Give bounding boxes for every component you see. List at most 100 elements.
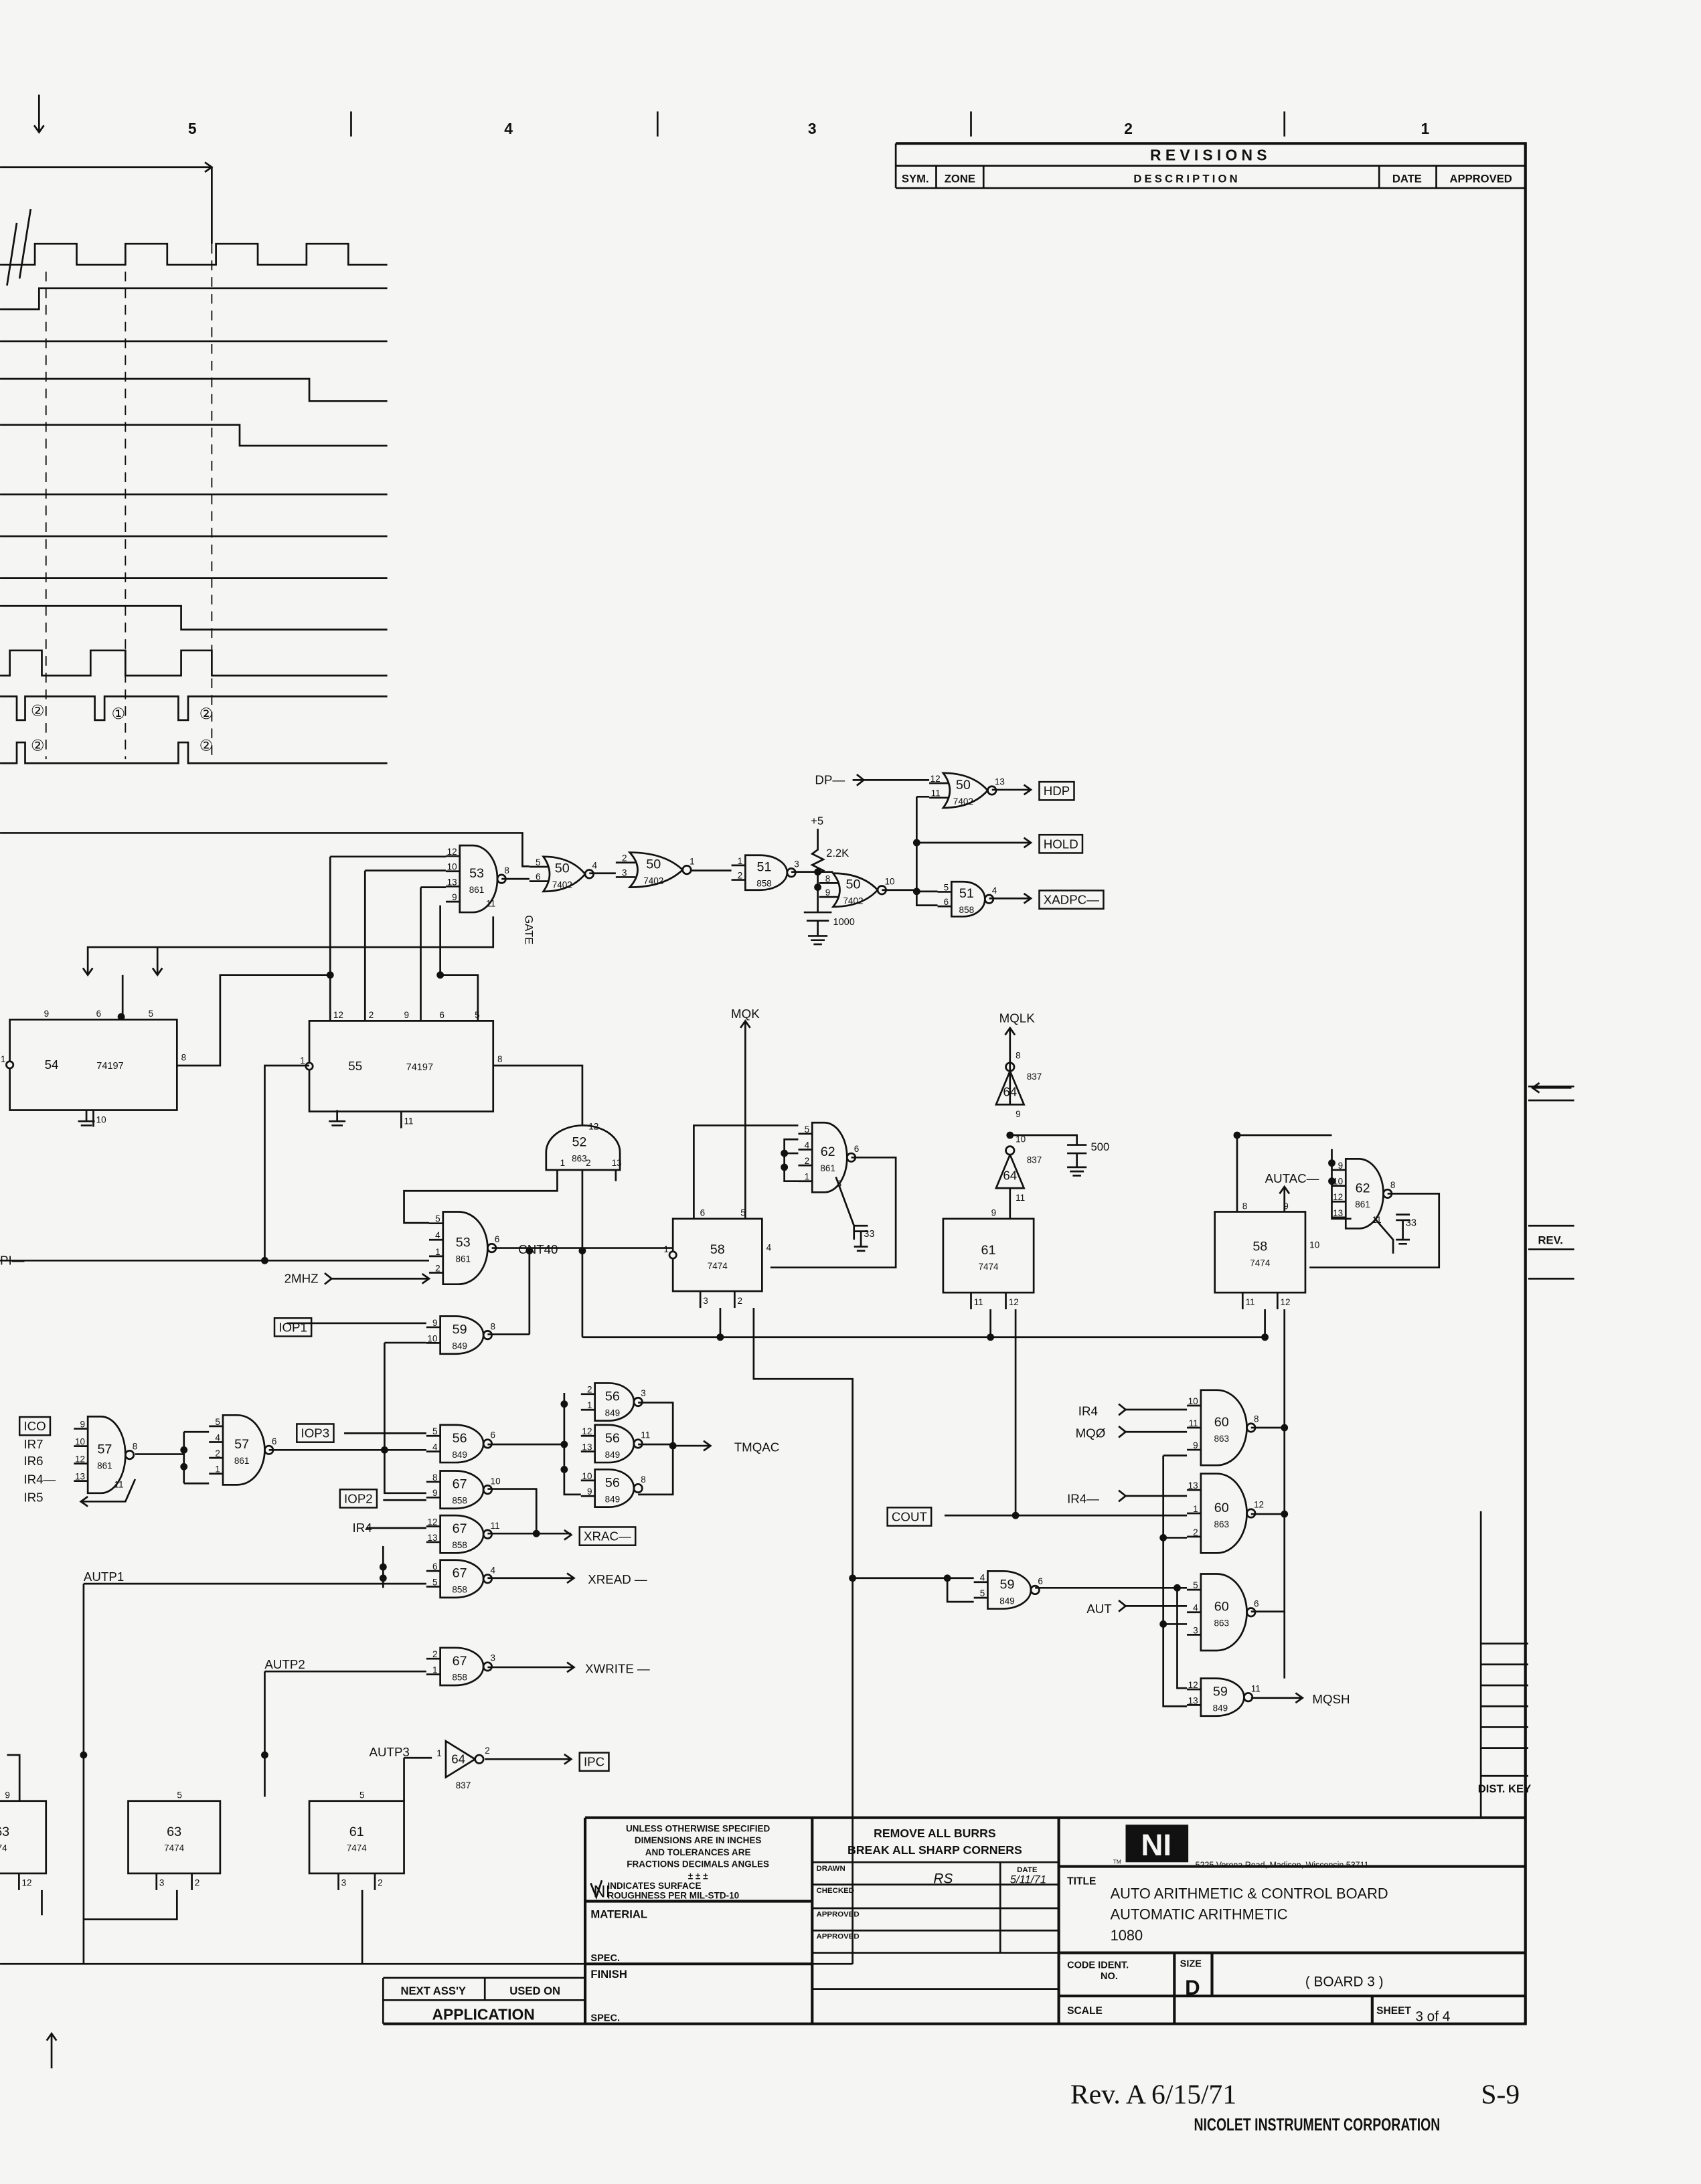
wire <box>803 911 832 922</box>
pin-number: 1 <box>690 856 695 866</box>
gate-number: 50 <box>646 857 661 872</box>
gate-60-863 <box>1200 1573 1257 1652</box>
pin-number: 6 <box>536 872 541 882</box>
gate-type: 861 <box>469 885 485 895</box>
border-line <box>383 142 1527 2025</box>
pin-number: 1 <box>1 1054 6 1064</box>
gate-56-849 <box>594 1424 643 1464</box>
revisions-column-header: APPROVED <box>1449 173 1512 185</box>
gate-type: 858 <box>756 879 772 889</box>
gate-number: 59 <box>1000 1577 1015 1592</box>
gate-67-858 <box>439 1647 493 1687</box>
pin-number: 13 <box>447 877 457 887</box>
gate-number: 58 <box>710 1242 725 1257</box>
signal-box <box>578 1752 610 1772</box>
gate-number: 60 <box>1214 1415 1229 1430</box>
gate-number: 61 <box>349 1825 364 1839</box>
pin-number: 2 <box>622 853 627 863</box>
wire <box>693 1124 799 1219</box>
pin-number: 9 <box>1193 1440 1198 1450</box>
pin-number: 9 <box>991 1208 997 1218</box>
pin-number: 11 <box>1189 1418 1198 1428</box>
pin-number: 5 <box>149 1009 154 1019</box>
ic-number: 55 <box>348 1059 362 1073</box>
drawing-title: AUTOMATIC ARITHMETIC <box>1111 1906 1288 1923</box>
signal-tmqac: TMQAC <box>734 1440 780 1454</box>
signal-box <box>339 1489 378 1509</box>
wire <box>1374 1217 1394 1254</box>
junction-dot <box>716 1333 724 1341</box>
pin-number: 1 <box>300 1056 305 1066</box>
pin-number: 6 <box>1038 1576 1043 1586</box>
junction-dot <box>943 1574 951 1582</box>
wire <box>752 1308 854 1964</box>
pin-number: 11 <box>931 788 941 799</box>
wire <box>770 1156 897 1269</box>
tolerance-note: DIMENSIONS ARE IN INCHES <box>635 1835 761 1845</box>
gate-type: 861 <box>1355 1199 1370 1209</box>
gate-number: 67 <box>453 1477 467 1492</box>
gate-type: 858 <box>959 905 975 915</box>
gate-58-7474 <box>1214 1211 1307 1294</box>
pin-number: 10 <box>491 1476 501 1486</box>
arrow-head <box>1295 1692 1305 1704</box>
signal-xread: XREAD — <box>588 1572 647 1586</box>
zone-number: 4 <box>504 120 513 137</box>
pin-number: 2 <box>369 1010 374 1020</box>
output-bubble <box>474 1754 485 1764</box>
gate-number: 59 <box>453 1323 467 1337</box>
pin-number: 9 <box>1283 1201 1289 1211</box>
wire <box>384 1341 426 1495</box>
pin-number: 12 <box>1333 1192 1343 1202</box>
signal-ir4b: IR4 <box>1078 1404 1098 1418</box>
gate-type: 7474 <box>1250 1258 1271 1268</box>
pin-number: 9 <box>80 1419 85 1429</box>
signal-box <box>886 1507 933 1527</box>
tolerance-note: AND TOLERANCES ARE <box>645 1847 751 1857</box>
gate-61-7474 <box>308 1800 405 1875</box>
title-block-grid <box>1058 1865 1526 2024</box>
gate-type: 849 <box>605 1450 621 1460</box>
application-label: APPLICATION <box>432 2005 534 2023</box>
signal-autp1: AUTP1 <box>84 1570 124 1584</box>
pin-number: 12 <box>427 1517 437 1527</box>
gate-type: 861 <box>97 1460 112 1471</box>
checked-label: CHECKED <box>817 1887 855 1895</box>
pin-number: 5 <box>435 1214 440 1224</box>
arrow-head <box>703 1440 712 1452</box>
wire <box>1250 1426 1285 1613</box>
pin-number: 10 <box>1309 1240 1319 1250</box>
arrow-head <box>82 967 94 977</box>
pin-bubble <box>668 1250 677 1260</box>
pin-number: 13 <box>1333 1208 1343 1218</box>
pin-number: 2 <box>485 1746 490 1756</box>
dist-key-box <box>1479 1511 1528 1818</box>
signal-mqsh: MQSH <box>1312 1692 1350 1706</box>
ic-box <box>1214 1211 1307 1294</box>
nor-gate-body <box>627 851 684 888</box>
gate-number: 57 <box>234 1437 249 1452</box>
pin-number: 9 <box>44 1009 50 1019</box>
date-label: DATE <box>1017 1866 1038 1874</box>
junction-dot <box>261 1256 268 1264</box>
gate-62-861 <box>1344 1158 1393 1230</box>
gate-number: 59 <box>1213 1685 1228 1699</box>
pin-number: 2 <box>432 1649 438 1659</box>
output-bubble <box>1005 1145 1016 1156</box>
gate-type: 7402 <box>953 796 973 807</box>
pin-number: 6 <box>432 1562 438 1572</box>
pin-number: 10 <box>582 1471 592 1481</box>
signal-aut: AUT <box>1086 1602 1111 1616</box>
gate-53-861 <box>442 1211 497 1286</box>
junction-dot <box>1159 1534 1167 1541</box>
zone-number: 2 <box>1124 120 1133 137</box>
pin-number: 5 <box>805 1124 810 1135</box>
drawn-signature: RS <box>933 1871 953 1887</box>
gate-type: 861 <box>820 1163 835 1173</box>
signal-xadpc: XADPC— <box>1044 893 1099 907</box>
pin-number: 6 <box>491 1430 496 1440</box>
drawing-title: AUTO ARITHMETIC & CONTROL BOARD <box>1111 1885 1388 1902</box>
ic-number: 54 <box>45 1058 59 1072</box>
gate-type: 858 <box>452 1673 467 1683</box>
